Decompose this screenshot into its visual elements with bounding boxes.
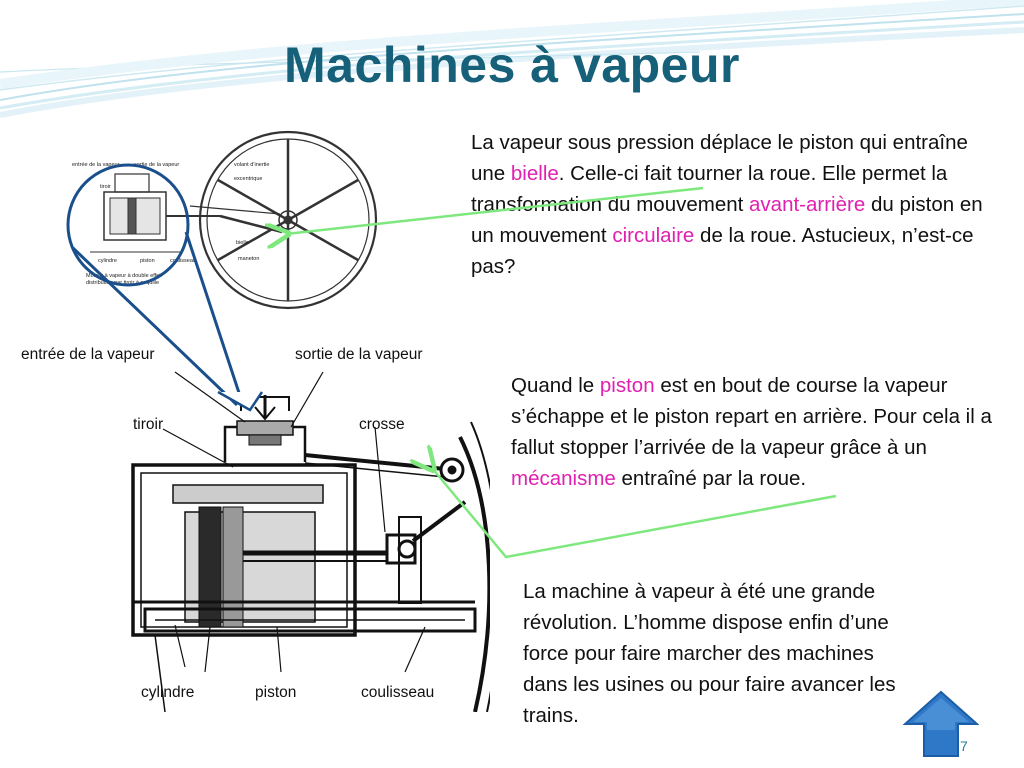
description-paragraph-3: La machine à vapeur à été une grande rév… xyxy=(523,580,896,727)
small-label-coulisseau: coulisseau xyxy=(170,258,196,264)
description-paragraph-1: La vapeur sous pression déplace le pisto… xyxy=(471,127,991,282)
small-label-cylindre: cylindre xyxy=(98,258,117,264)
slide-number: 7 xyxy=(960,738,968,754)
paragraph2-segment: entraîné par la roue. xyxy=(615,467,807,490)
highlight-circulaire: circulaire xyxy=(612,224,695,247)
small-label-entree: entrée de la vapeur xyxy=(72,162,120,168)
small-label-tiroir: tiroir xyxy=(100,184,111,190)
large-label-tiroir: tiroir xyxy=(133,416,163,433)
small-label-sortie: sortie de la vapeur xyxy=(134,162,179,168)
highlight-avant-arriere: avant-arrière xyxy=(749,193,866,216)
paragraph2-segment: est en bout de course la vapeur s’échapp… xyxy=(511,374,992,459)
up-arrow-icon[interactable] xyxy=(903,690,979,758)
small-label-maneton: maneton xyxy=(238,256,259,262)
small-label-excentrique: excentrique xyxy=(234,176,262,182)
paragraph1-segment: La vapeur sous pression déplace le pisto… xyxy=(471,131,968,185)
large-label-piston: piston xyxy=(255,684,296,701)
highlight-mecanisme: mécanisme xyxy=(511,467,616,490)
highlight-piston: piston xyxy=(599,374,655,397)
highlight-bielle: bielle xyxy=(510,162,559,185)
large-label-crosse: crosse xyxy=(359,416,405,433)
paragraph1-segment: de la roue. Astucieux, n’est-ce pas? xyxy=(471,224,974,278)
slide-title: Machines à vapeur xyxy=(284,37,740,93)
small-label-bielle: bielle xyxy=(236,240,249,246)
small-steam-engine-diagram: entrée de la vapeur sortie de la vapeur … xyxy=(70,122,382,322)
large-label-entree: entrée de la vapeur xyxy=(21,346,155,363)
description-paragraph-2: Quand le piston est en bout de course la… xyxy=(511,370,1016,494)
paragraph2-segment: Quand le xyxy=(511,374,600,397)
small-label-volant: volant d’inertie xyxy=(234,162,269,168)
large-label-coulisseau: coulisseau xyxy=(361,684,434,701)
large-label-cylindre: cylindre xyxy=(141,684,194,701)
small-label-piston: piston xyxy=(140,258,155,264)
small-caption-line1: Moteur à vapeur à double effet xyxy=(86,273,161,279)
header-swoosh-decoration xyxy=(0,0,1024,118)
large-steam-engine-diagram: entrée de la vapeur sortie de la vapeur … xyxy=(5,327,490,712)
large-label-sortie: sortie de la vapeur xyxy=(295,346,423,363)
small-caption-line2: distribution par tiroir à coquille xyxy=(86,280,159,286)
